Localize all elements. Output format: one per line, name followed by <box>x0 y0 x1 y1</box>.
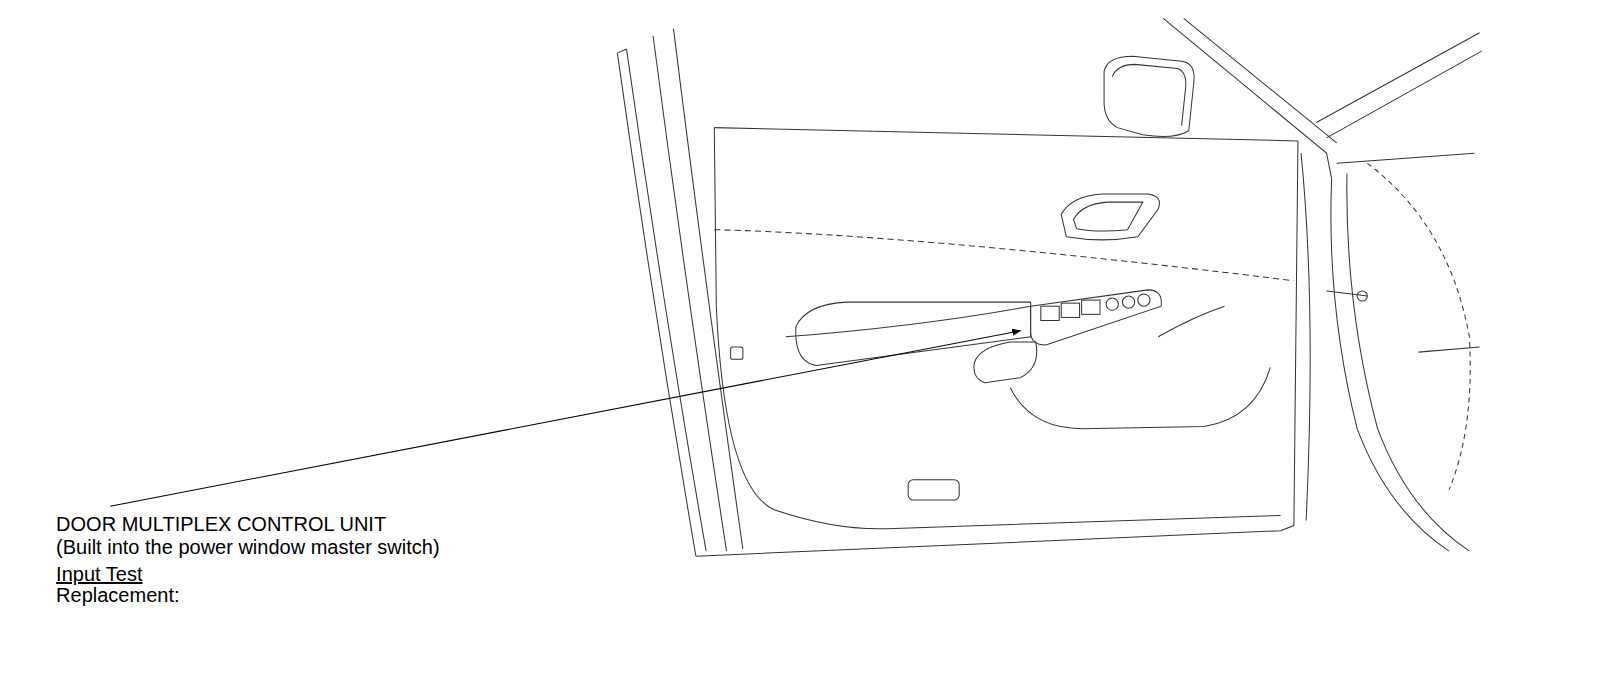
door-line-art <box>617 18 1481 556</box>
label-text: Input Test <box>56 563 142 585</box>
label-text: Replacement: <box>56 584 179 606</box>
label-text: (Built into the power window master swit… <box>56 536 439 558</box>
leader-line <box>110 331 1020 507</box>
label-text: DOOR MULTIPLEX CONTROL UNIT <box>56 513 386 535</box>
